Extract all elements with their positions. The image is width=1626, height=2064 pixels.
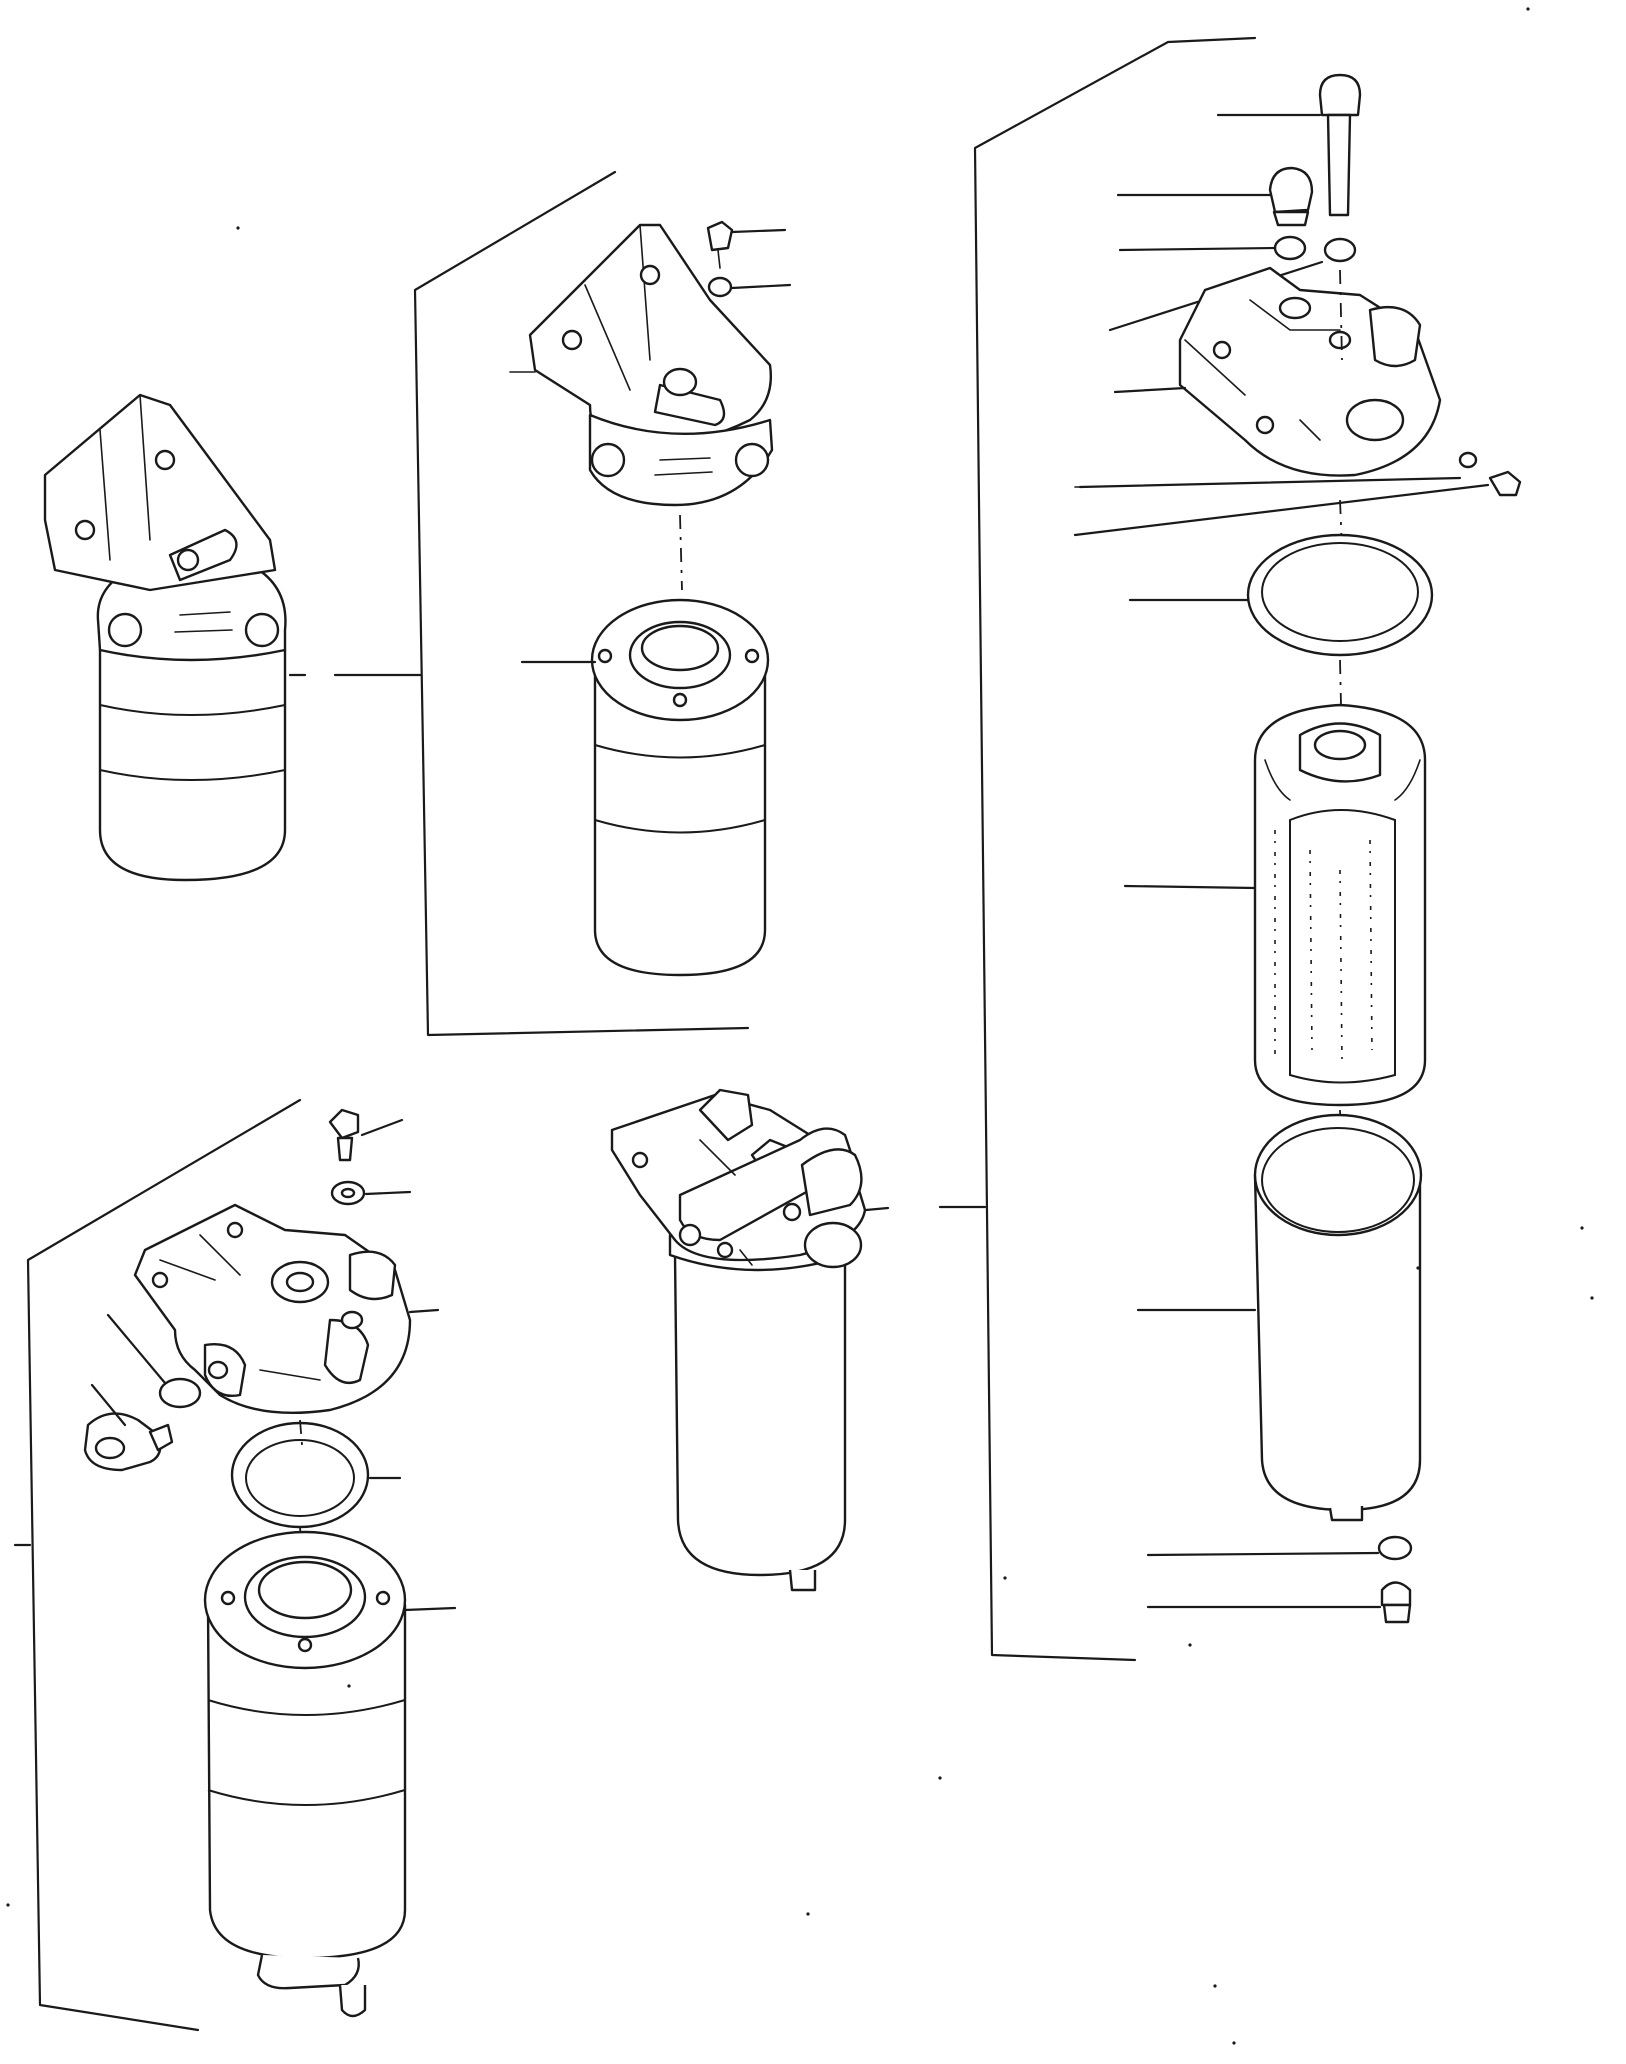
leader-line: [730, 283, 792, 290]
filter-head-part: [509, 223, 774, 507]
leader-line: [403, 1606, 457, 1612]
leader-line: [1118, 246, 1277, 252]
leader-line: [1123, 884, 1257, 890]
screw-part: [706, 220, 734, 269]
leader-line: [1113, 386, 1187, 394]
washer-part: [1323, 237, 1357, 263]
filter-canister-part: [203, 1530, 407, 2018]
o-ring-part: [158, 1377, 202, 1409]
washer-part: [1273, 235, 1307, 261]
scan-specks: [6, 7, 1594, 2045]
leader-line: [408, 1308, 440, 1314]
filter-head-part: [1178, 266, 1442, 477]
long-bolt-part: [1318, 73, 1362, 217]
filter-head-part: [133, 1203, 412, 1415]
leader-line: [90, 1383, 127, 1427]
drain-plug-part: [1380, 1581, 1412, 1624]
o-ring-part: [230, 1421, 370, 1529]
group-bracket: [413, 170, 750, 1037]
leader-line: [1073, 483, 1490, 537]
exploded-filter-b: [83, 1108, 457, 2018]
washer-part: [1377, 1535, 1413, 1561]
leader-line: [106, 1313, 167, 1385]
assembled-filter-b: [610, 1088, 867, 1592]
cap-nut-part: [1268, 166, 1314, 227]
group-bracket: [26, 1098, 302, 2032]
o-ring-part: [1246, 533, 1434, 657]
group-bracket: [973, 36, 1257, 1662]
screw-part: [1488, 470, 1522, 497]
filter-canister-part: [590, 598, 770, 977]
leader-line: [360, 1118, 404, 1137]
washer-part: [1458, 451, 1478, 469]
assembled-filter-a: [43, 393, 287, 882]
filter-element-part: [1253, 703, 1427, 1107]
leader-line: [1078, 476, 1462, 489]
filter-bowl-part: [1253, 1113, 1423, 1522]
washer-part: [707, 276, 733, 298]
plug-part: [83, 1412, 174, 1472]
exploded-filter-a: [509, 220, 792, 977]
leader-line: [364, 1190, 412, 1196]
leader-line: [730, 228, 787, 234]
screw-part: [328, 1108, 360, 1162]
exploded-filter-c: [1073, 73, 1522, 1624]
leader-line: [864, 1206, 890, 1212]
leader-line: [1146, 1551, 1380, 1557]
